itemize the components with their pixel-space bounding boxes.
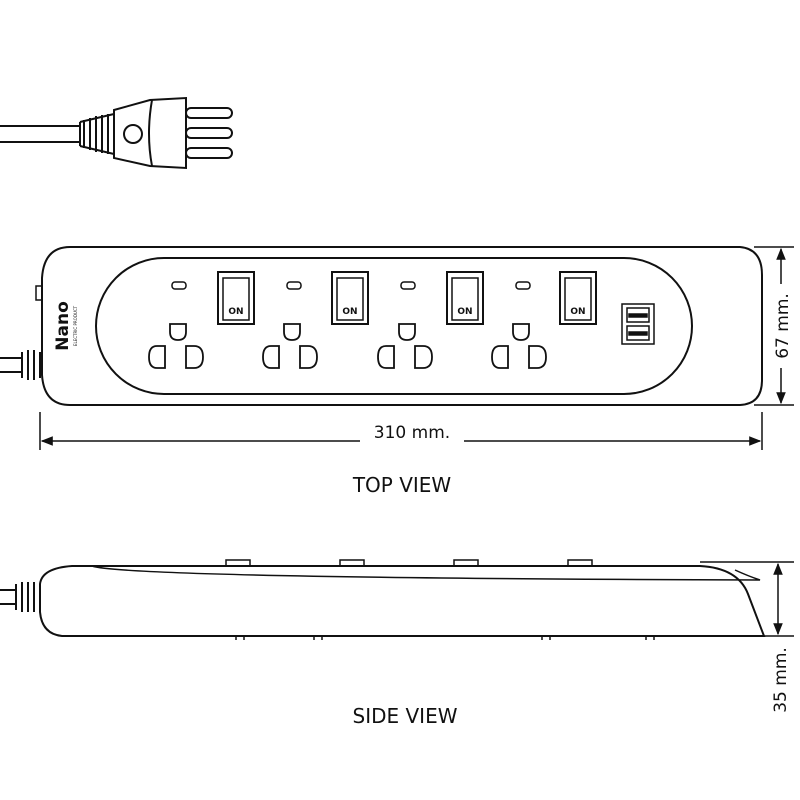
outlet-4 [491,323,547,369]
cord-left [0,350,41,380]
switch-label: ON [342,307,357,317]
switch-bump [567,559,593,567]
socket-panel [95,257,693,395]
top-view-title: TOP VIEW [352,473,452,497]
cord-side [0,582,35,612]
indicator-light [171,281,187,290]
strip-body-outline [41,246,763,406]
height-label: 35 mm. [771,647,791,713]
top-view: Nano ELECTRIC PRODUCT ON ON ON [0,246,794,497]
indicator-light [400,281,416,290]
length-label: 310 mm. [374,423,450,443]
switch-label: ON [570,307,585,317]
switch-bump [225,559,251,567]
switch-2[interactable]: ON [331,271,369,325]
usb-ports[interactable] [621,303,655,345]
switch-label: ON [457,307,472,317]
outlet-2 [262,323,318,369]
outlet-1 [148,323,204,369]
indicator-light [286,281,302,290]
switch-bump [453,559,479,567]
switch-1[interactable]: ON [217,271,255,325]
height-dimension [700,561,794,637]
side-view: 35 mm. SIDE VIEW [0,559,794,728]
switch-bump [339,559,365,567]
side-body-outline [39,565,766,637]
plug-illustration [0,96,233,170]
indicator-light [515,281,531,290]
width-label: 67 mm. [773,293,793,359]
side-view-title: SIDE VIEW [353,704,458,728]
brand-tagline: ELECTRIC PRODUCT [73,305,78,346]
brand-logo: Nano [53,301,73,350]
switch-label: ON [228,307,243,317]
outlet-3 [377,323,433,369]
switch-4[interactable]: ON [559,271,597,325]
switch-3[interactable]: ON [446,271,484,325]
